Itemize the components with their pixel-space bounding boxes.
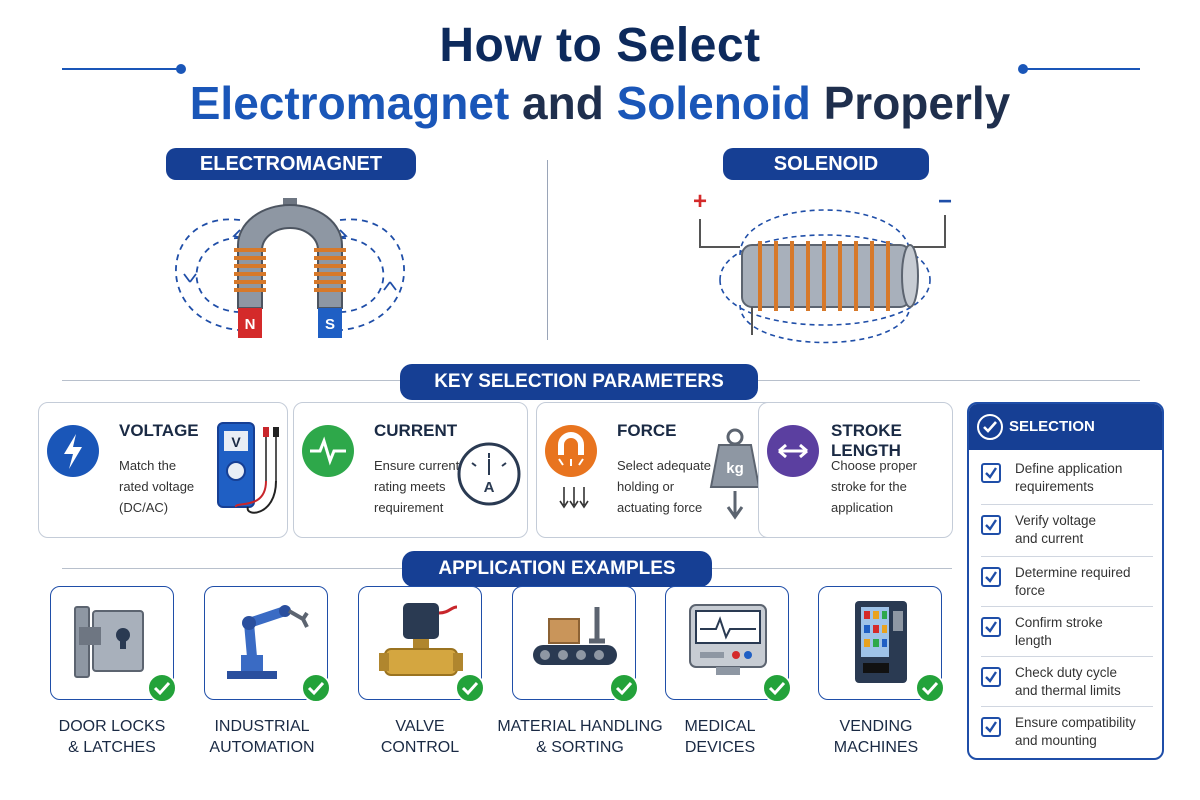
- checklist-divider: [981, 706, 1153, 707]
- checklist-item-text: Determine required force: [1015, 565, 1131, 598]
- solenoid-diagram: + −: [693, 188, 952, 344]
- subtitle-electromagnet: Electromagnet: [189, 77, 510, 129]
- checkbox-icon[interactable]: [981, 667, 1001, 687]
- title-left-dot: [176, 64, 186, 74]
- magnet-icon: [545, 425, 597, 477]
- parameter-desc-force: Select adequate holding or actuating for…: [617, 458, 711, 515]
- parameter-card-voltage: VOLTAGE Match the rated voltage (DC/AC) …: [38, 402, 288, 538]
- electromagnet-heading: ELECTROMAGNET: [166, 148, 416, 180]
- application-label-medical-devices: MEDICAL DEVICES: [684, 718, 756, 756]
- checklist-heading: SELECTION CHECKLIST: [1009, 418, 1095, 481]
- check-badge-icon: [762, 673, 792, 703]
- negative-terminal-label: −: [938, 188, 952, 215]
- parameter-label-voltage: VOLTAGE: [119, 421, 199, 440]
- solenoid-heading: SOLENOID: [723, 148, 929, 180]
- application-label-valve-control: VALVE CONTROL: [380, 718, 460, 756]
- applications-rule-left: [62, 568, 404, 569]
- check-badge-icon: [609, 673, 639, 703]
- parameter-card-force: FORCE Select adequate holding or actuati…: [536, 402, 776, 538]
- applications-rule-right: [712, 568, 952, 569]
- application-card-medical-devices: [665, 586, 792, 703]
- checklist-divider: [981, 504, 1153, 505]
- parameter-card-current: CURRENT Ensure current rating meets requ…: [293, 402, 528, 538]
- parameters-rule-right: [758, 380, 1140, 381]
- parameters-heading: KEY SELECTION PARAMETERS: [400, 364, 758, 400]
- force-arrows-icon: [559, 487, 589, 509]
- checkbox-icon[interactable]: [981, 567, 1001, 587]
- application-label-industrial-automation: INDUSTRIAL AUTOMATION: [209, 718, 315, 756]
- subtitle-properly: Properly: [810, 77, 1011, 129]
- double-arrow-icon: [767, 425, 819, 477]
- application-card-material-handling: [512, 586, 639, 703]
- parameter-desc-current: Ensure current rating meets requirement: [374, 458, 460, 515]
- ammeter-icon: A: [457, 442, 521, 506]
- weight-glyph: kg: [726, 460, 744, 477]
- vending-machine-icon: [855, 601, 907, 683]
- selection-checklist: SELECTION CHECKLIST Define application r…: [967, 402, 1164, 760]
- check-badge-icon: [147, 673, 177, 703]
- application-card-valve-control: [358, 586, 485, 703]
- application-card-vending-machines: [818, 586, 945, 703]
- title-right-line: [1024, 68, 1140, 70]
- application-label-material-handling: MATERIAL HANDLING & SORTING: [497, 718, 663, 756]
- checkbox-icon[interactable]: [981, 463, 1001, 483]
- parameter-card-stroke-length: STROKE LENGTH Choose proper stroke for t…: [758, 402, 953, 538]
- parameter-desc-stroke-length: Choose proper stroke for the application: [831, 458, 917, 515]
- checkbox-icon[interactable]: [981, 717, 1001, 737]
- parameter-label-stroke-length: STROKE LENGTH: [831, 421, 902, 460]
- subtitle-and: and: [509, 77, 617, 129]
- voltmeter-glyph: V: [231, 434, 241, 450]
- parameter-label-force: FORCE: [617, 421, 677, 440]
- subtitle-solenoid: Solenoid: [616, 77, 811, 129]
- parameter-desc-voltage: Match the rated voltage (DC/AC): [119, 458, 195, 515]
- application-card-door-locks: [50, 586, 177, 703]
- checklist-item-text: Check duty cycle and thermal limits: [1015, 665, 1121, 698]
- checklist-item-text: Define application requirements: [1015, 461, 1123, 494]
- positive-terminal-label: +: [693, 188, 707, 215]
- checkbox-icon[interactable]: [981, 617, 1001, 637]
- parameters-rule-left: [62, 380, 402, 381]
- checklist-divider: [981, 556, 1153, 557]
- checkbox-icon[interactable]: [981, 515, 1001, 535]
- checklist-item-text: Ensure compatibility and mounting: [1015, 715, 1136, 748]
- check-badge-icon: [301, 673, 331, 703]
- voltmeter-icon: V: [217, 422, 279, 514]
- conveyor-icon: [533, 607, 617, 665]
- lightning-icon: [47, 425, 99, 477]
- waveform-icon: [302, 425, 354, 477]
- application-label-door-locks: DOOR LOCKS & LATCHES: [58, 718, 166, 756]
- valve-icon: [379, 603, 463, 676]
- ammeter-glyph: A: [484, 479, 495, 496]
- application-card-industrial-automation: [204, 586, 331, 703]
- checklist-header: SELECTION CHECKLIST: [969, 404, 1162, 481]
- checklist-divider: [981, 656, 1153, 657]
- check-badge-icon: [915, 673, 945, 703]
- section-divider: [547, 160, 548, 340]
- parameter-label-current: CURRENT: [374, 421, 458, 440]
- title-right-dot: [1018, 64, 1028, 74]
- checklist-item-text: Confirm stroke length: [1015, 615, 1103, 648]
- check-badge-icon: [455, 673, 485, 703]
- title-left-line: [62, 68, 180, 70]
- monitor-icon: [689, 604, 767, 675]
- checklist-item-text: Verify voltage and current: [1015, 513, 1097, 546]
- robot-arm-icon: [227, 605, 309, 679]
- check-circle-icon: [977, 414, 1003, 440]
- applications-heading: APPLICATION EXAMPLES: [402, 551, 712, 587]
- weight-icon: kg: [709, 428, 761, 520]
- north-pole-label: N: [245, 316, 256, 333]
- electromagnet-diagram: N S: [175, 198, 405, 338]
- page-title: How to Select: [439, 19, 761, 72]
- south-pole-label: S: [325, 316, 335, 333]
- application-label-vending-machines: VENDING MACHINES: [833, 718, 919, 756]
- checklist-divider: [981, 606, 1153, 607]
- page-subtitle: Electromagnet and Solenoid Properly: [0, 76, 1200, 130]
- door-lock-icon: [74, 606, 144, 678]
